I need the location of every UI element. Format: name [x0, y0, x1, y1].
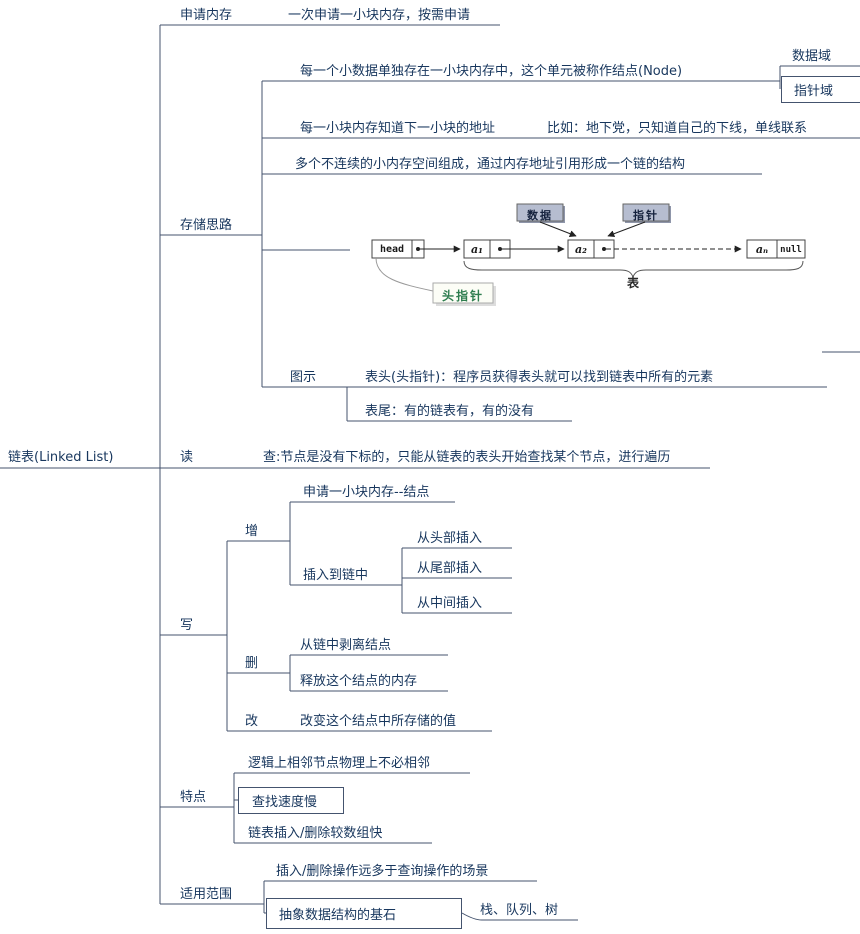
- topic-read-detail[interactable]: 查:节点是没有下标的，只能从链表的表头开始查找某个节点，进行遍历: [263, 450, 671, 465]
- topic-feature-slow-search[interactable]: 查找速度慢: [238, 787, 344, 814]
- image-table-label: 表: [626, 276, 639, 290]
- topic-delete-step2[interactable]: 释放这个结点的内存: [300, 674, 418, 689]
- image-head-cell: head: [379, 244, 405, 255]
- image-node2-cell: a₂: [575, 243, 587, 256]
- topic-scope[interactable]: 适用范围: [180, 887, 233, 902]
- topic-insert-head[interactable]: 从头部插入: [417, 531, 483, 546]
- topic-alloc-memory[interactable]: 申请内存: [180, 8, 233, 23]
- topic-chain-structure[interactable]: 多个不连续的小内存空间组成，通过内存地址引用形成一个链的结构: [295, 157, 686, 172]
- topic-delete[interactable]: 删: [245, 656, 259, 671]
- topic-data-field[interactable]: 数据域: [792, 49, 832, 64]
- topic-feature-fast-insert[interactable]: 链表插入/删除较数组快: [248, 826, 383, 841]
- image-head-pointer-label: 头指针: [441, 289, 484, 303]
- topic-pointer-field[interactable]: 指针域: [781, 76, 860, 103]
- image-pointer-label: 指针: [633, 209, 659, 222]
- image-noden-cell: aₙ: [755, 243, 769, 256]
- image-node1-cell: a₁: [471, 243, 483, 256]
- topic-read[interactable]: 读: [180, 450, 194, 465]
- topic-address[interactable]: 每一小块内存知道下一小块的地址: [300, 121, 496, 136]
- topic-list-tail-note[interactable]: 表尾：有的链表有，有的没有: [365, 404, 535, 419]
- topic-insert-middle[interactable]: 从中间插入: [417, 596, 483, 611]
- topic-scope-foundation[interactable]: 抽象数据结构的基石: [266, 898, 462, 929]
- topic-features[interactable]: 特点: [180, 790, 207, 805]
- topic-scope-scenario[interactable]: 插入/删除操作远多于查询操作的场景: [276, 864, 489, 879]
- topic-address-example[interactable]: 比如：地下党，只知道自己的下线，单线联系: [547, 121, 808, 136]
- image-null-cell: null: [780, 245, 802, 255]
- topic-scope-examples[interactable]: 栈、队列、树: [480, 903, 559, 918]
- topic-insert-tail[interactable]: 从尾部插入: [417, 561, 483, 576]
- topic-illustration[interactable]: 图示: [290, 370, 317, 385]
- topic-storage[interactable]: 存储思路: [180, 218, 233, 233]
- topic-node-definition[interactable]: 每一个小数据单独存在一小块内存中，这个单元被称作结点(Node): [300, 64, 683, 79]
- topic-list-head-note[interactable]: 表头(头指针)：程序员获得表头就可以找到链表中所有的元素: [365, 370, 714, 385]
- image-data-label: 数据: [527, 209, 553, 222]
- linked-list-diagram-graphics: [371, 203, 806, 306]
- topic-modify[interactable]: 改: [245, 714, 259, 729]
- topic-add[interactable]: 增: [245, 524, 259, 539]
- topic-write[interactable]: 写: [180, 618, 194, 633]
- topic-delete-step1[interactable]: 从链中剥离结点: [300, 638, 392, 653]
- topic-add-step1[interactable]: 申请一小块内存--结点: [303, 485, 430, 500]
- topic-modify-detail[interactable]: 改变这个结点中所存储的值: [300, 714, 457, 729]
- topic-add-step2[interactable]: 插入到链中: [303, 568, 369, 583]
- topic-alloc-detail[interactable]: 一次申请一小块内存，按需申请: [288, 8, 471, 23]
- topic-root[interactable]: 链表(Linked List): [8, 450, 114, 465]
- topic-feature-adjacency[interactable]: 逻辑上相邻节点物理上不必相邻: [248, 756, 431, 771]
